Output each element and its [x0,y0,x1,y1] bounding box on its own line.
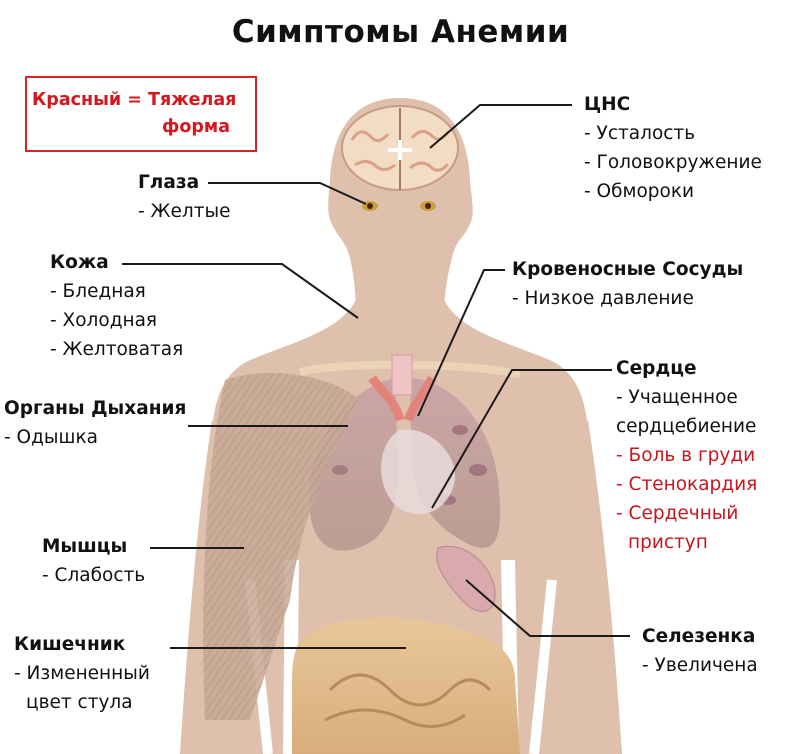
label-intestine-item: - Измененный [14,663,150,684]
label-spleen-title: Селезенка [642,626,756,647]
label-heart-severe-item: - Сердечный [616,503,739,524]
label-muscles-item: - Слабость [42,565,146,586]
leader-lines [122,104,630,649]
label-intestine-item: цвет стула [26,692,133,713]
legend-line-2: форма [162,117,231,137]
label-vessels-item: - Низкое давление [512,288,694,309]
label-eyes-item: - Желтые [138,201,231,222]
spleen [436,545,496,612]
label-breathing: Органы Дыхания - Одышка [4,394,186,452]
label-eyes-title: Глаза [138,172,200,193]
legend-line-1: Красный = Тяжелая [32,90,237,110]
label-vessels: Кровеносные Сосуды - Низкое давление [512,255,743,313]
label-intestine-title: Кишечник [14,634,126,655]
label-breathing-title: Органы Дыхания [4,398,187,419]
label-heart: Сердце - Учащенное сердцебиение - Боль в… [616,354,757,557]
label-heart-item: сердцебиение [616,416,757,437]
label-heart-item: - Учащенное [616,387,738,408]
label-spleen: Селезенка - Увеличена [642,622,758,680]
heart [381,429,456,515]
label-skin-item: - Холодная [50,310,158,331]
brain [341,105,459,191]
label-skin-item: - Бледная [50,281,146,302]
intestines [292,617,520,754]
label-cns-item: - Обмороки [584,181,695,202]
label-cns: ЦНС - Усталость - Головокружение - Обмор… [584,90,762,206]
label-eyes: Глаза - Желтые [138,168,230,226]
legend-box [25,76,257,152]
page-title: Симптомы Анемии [231,14,570,50]
label-heart-severe-item: - Боль в груди [616,445,756,466]
label-heart-severe-item: - Стенокардия [616,474,758,495]
label-breathing-item: - Одышка [4,427,98,448]
label-spleen-item: - Увеличена [642,655,758,676]
label-cns-item: - Усталость [584,123,696,144]
label-vessels-title: Кровеносные Сосуды [512,259,744,280]
arm-muscles [203,372,360,720]
label-heart-severe-item: приступ [628,532,708,553]
label-heart-title: Сердце [616,358,697,379]
label-cns-title: ЦНС [584,94,631,115]
label-intestine: Кишечник - Измененный цвет стула [14,630,150,717]
label-cns-item: - Головокружение [584,152,762,173]
label-muscles: Мышцы - Слабость [42,532,145,590]
label-muscles-title: Мышцы [42,536,128,557]
label-skin: Кожа - Бледная - Холодная - Желтоватая [50,248,183,364]
label-skin-title: Кожа [50,252,109,273]
label-skin-item: - Желтоватая [50,339,184,360]
